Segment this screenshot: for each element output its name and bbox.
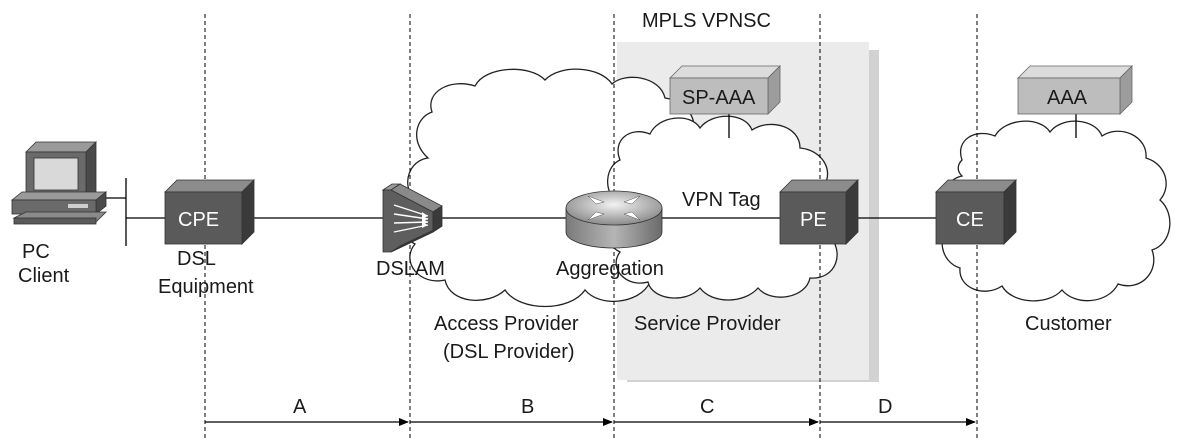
dsl-equipment-label-2: Equipment bbox=[158, 276, 254, 298]
computer-icon bbox=[10, 141, 108, 225]
vpn-tag-label: VPN Tag bbox=[682, 189, 761, 211]
pc-client-label: Client bbox=[18, 265, 70, 287]
dslam-icon bbox=[381, 183, 443, 253]
segment-label-b: B bbox=[521, 396, 534, 418]
access-provider-label-2: (DSL Provider) bbox=[443, 341, 575, 363]
dslam-label: DSLAM bbox=[376, 258, 445, 280]
cpe-device: CPE bbox=[164, 179, 255, 245]
customer-label: Customer bbox=[1025, 313, 1112, 335]
cloud-icon bbox=[604, 115, 842, 301]
router-icon bbox=[565, 190, 663, 249]
links bbox=[96, 114, 1077, 246]
cpe-label: CPE bbox=[178, 209, 219, 231]
ce-device: CE bbox=[935, 179, 1017, 245]
segment-label-d: D bbox=[878, 396, 892, 418]
sp-aaa-label: SP-AAA bbox=[682, 87, 756, 109]
access-provider-label-1: Access Provider bbox=[434, 313, 579, 335]
mpls-vpnsc-title: MPLS VPNSC bbox=[642, 10, 771, 32]
pe-label: PE bbox=[800, 209, 827, 231]
aaa-device: AAA bbox=[1017, 65, 1133, 115]
dsl-equipment-label-1: DSL bbox=[177, 248, 216, 270]
service-provider-label: Service Provider bbox=[634, 313, 781, 335]
pe-device: PE bbox=[779, 179, 859, 245]
segment-label-a: A bbox=[293, 396, 307, 418]
segment-label-c: C bbox=[700, 396, 714, 418]
pc-label: PC bbox=[22, 241, 50, 263]
ce-label: CE bbox=[956, 209, 984, 231]
aaa-label: AAA bbox=[1047, 87, 1088, 109]
aggregation-label: Aggregation bbox=[556, 258, 664, 280]
sp-aaa-device: SP-AAA bbox=[669, 65, 781, 115]
